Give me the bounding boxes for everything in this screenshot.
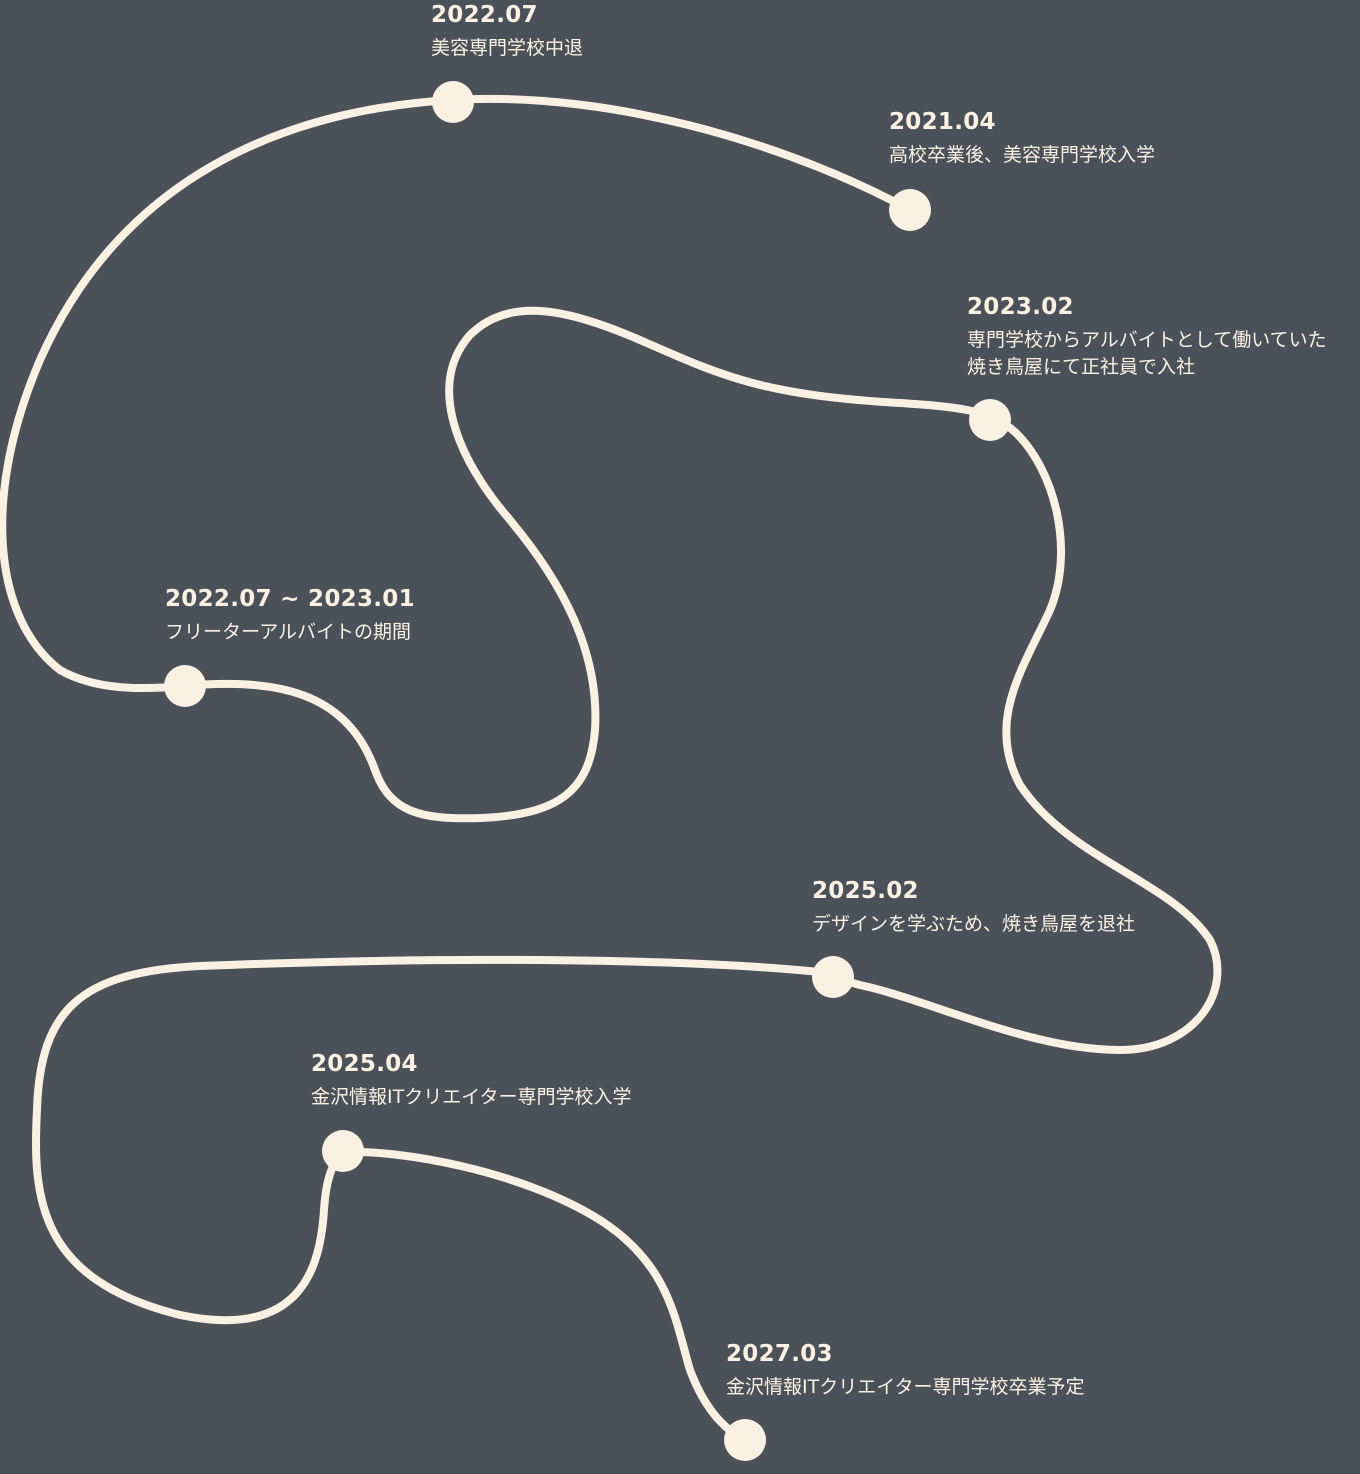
event-description: デザインを学ぶため、焼き鳥屋を退社 bbox=[812, 913, 1136, 935]
marker-2022-07 bbox=[432, 81, 474, 123]
event-2025-04: 2025.04 金沢情報ITクリエイター専門学校入学 bbox=[311, 1049, 631, 1111]
marker-2022-07-2023-01 bbox=[164, 665, 206, 707]
marker-2025-04 bbox=[322, 1130, 364, 1172]
marker-2027-03 bbox=[724, 1419, 766, 1461]
timeline-markers bbox=[164, 81, 1011, 1461]
event-date: 2022.07 ~ 2023.01 bbox=[165, 586, 415, 612]
event-description: 金沢情報ITクリエイター専門学校入学 bbox=[311, 1086, 632, 1108]
marker-2021-04 bbox=[889, 189, 931, 231]
event-2025-02: 2025.02 デザインを学ぶため、焼き鳥屋を退社 bbox=[812, 876, 1135, 938]
event-date: 2022.07 bbox=[431, 2, 538, 28]
event-date: 2023.02 bbox=[967, 294, 1074, 320]
event-date: 2025.02 bbox=[812, 878, 919, 904]
event-description: 金沢情報ITクリエイター専門学校卒業予定 bbox=[726, 1376, 1085, 1398]
marker-2025-02 bbox=[812, 956, 854, 998]
event-date: 2027.03 bbox=[726, 1341, 833, 1367]
event-date: 2025.04 bbox=[311, 1051, 418, 1077]
event-2022-07-2023-01: 2022.07 ~ 2023.01 フリーターアルバイトの期間 bbox=[165, 584, 415, 646]
marker-2023-02 bbox=[969, 399, 1011, 441]
event-description: 専門学校からアルバイトとして働いていた 焼き鳥屋にて正社員で入社 bbox=[967, 329, 1327, 378]
event-description: 美容専門学校中退 bbox=[431, 37, 584, 59]
event-2021-04: 2021.04 高校卒業後、美容専門学校入学 bbox=[889, 107, 1155, 169]
event-2022-07: 2022.07 美容専門学校中退 bbox=[431, 0, 583, 62]
timeline-path bbox=[0, 94, 1222, 1444]
event-description: 高校卒業後、美容専門学校入学 bbox=[889, 144, 1156, 166]
event-2027-03: 2027.03 金沢情報ITクリエイター専門学校卒業予定 bbox=[726, 1339, 1084, 1401]
event-2023-02: 2023.02 専門学校からアルバイトとして働いていた 焼き鳥屋にて正社員で入社 bbox=[967, 292, 1327, 381]
event-date: 2021.04 bbox=[889, 109, 996, 135]
event-description: フリーターアルバイトの期間 bbox=[165, 621, 412, 643]
